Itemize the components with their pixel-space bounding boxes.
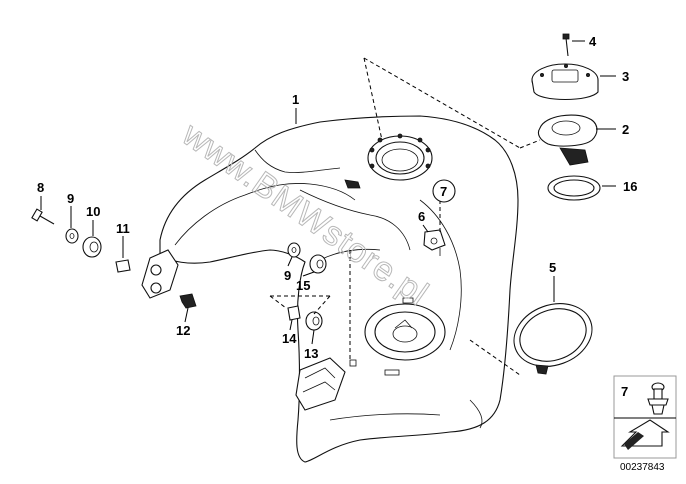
cap-gasket-part-2[interactable] [537, 114, 598, 166]
leader-lines [40, 40, 616, 345]
callout-9-middle: 9 [284, 268, 291, 283]
callout-3: 3 [622, 69, 629, 84]
pump-ring-part-5[interactable] [505, 293, 601, 377]
seal-ring-part-16[interactable] [547, 175, 601, 201]
callout-10: 10 [86, 204, 100, 219]
assembly-guides [269, 57, 541, 376]
callout-7: 7 [440, 184, 447, 199]
diagram-arrow-icon [620, 419, 670, 450]
callout-4: 4 [589, 34, 597, 49]
grommet-part-13[interactable] [305, 311, 323, 331]
push-rivet-icon [647, 382, 669, 415]
cap-cover-part-3[interactable] [531, 63, 599, 100]
bolt-part-8[interactable] [31, 208, 55, 225]
inset-panel: 7 00237843 [613, 375, 677, 473]
callout-14: 14 [282, 331, 297, 346]
callout-1: 1 [292, 92, 299, 107]
callout-9-left: 9 [67, 191, 74, 206]
washer-part-9-middle[interactable] [287, 242, 301, 258]
callout-6: 6 [418, 209, 425, 224]
callout-12: 12 [176, 323, 190, 338]
inset-callout-7: 7 [621, 384, 628, 399]
callout-11: 11 [116, 221, 130, 236]
callout-circle-7 [432, 179, 456, 203]
diagram-id: 00237843 [620, 462, 665, 473]
grommet-part-10[interactable] [82, 236, 102, 258]
sleeve-part-11[interactable] [115, 259, 131, 273]
clip-part-6[interactable] [423, 229, 446, 256]
callout-13: 13 [304, 346, 318, 361]
callout-2: 2 [622, 122, 629, 137]
grommet-part-15[interactable] [309, 254, 327, 274]
clip-part-12[interactable] [179, 293, 197, 309]
fuel-tank-part[interactable] [141, 115, 519, 463]
callout-15: 15 [296, 278, 310, 293]
callout-8: 8 [37, 180, 44, 195]
callout-5: 5 [549, 260, 556, 275]
screw-part-4[interactable] [562, 33, 570, 57]
sleeve-part-14[interactable] [287, 305, 301, 321]
washer-part-9-left[interactable] [65, 228, 79, 244]
callout-16: 16 [623, 179, 637, 194]
